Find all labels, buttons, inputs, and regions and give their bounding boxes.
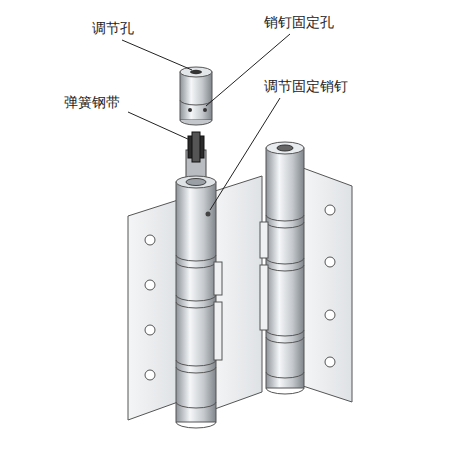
part-label: 调节孔 bbox=[90, 20, 136, 37]
part-label: 调节固定销钉 bbox=[262, 78, 350, 95]
leader-lines bbox=[122, 34, 290, 210]
adjustment-cap bbox=[180, 67, 212, 125]
hinge-barrel bbox=[260, 142, 304, 394]
screw-holes bbox=[145, 235, 155, 380]
hinge-leaf bbox=[212, 176, 262, 410]
part-label: 弹簧钢带 bbox=[62, 94, 122, 111]
screw-holes bbox=[325, 205, 335, 367]
hinge-leaf bbox=[303, 168, 352, 402]
part-label: 销钉固定孔 bbox=[262, 14, 336, 31]
hinge-leaf bbox=[128, 200, 178, 420]
hinge-barrel bbox=[176, 176, 222, 428]
